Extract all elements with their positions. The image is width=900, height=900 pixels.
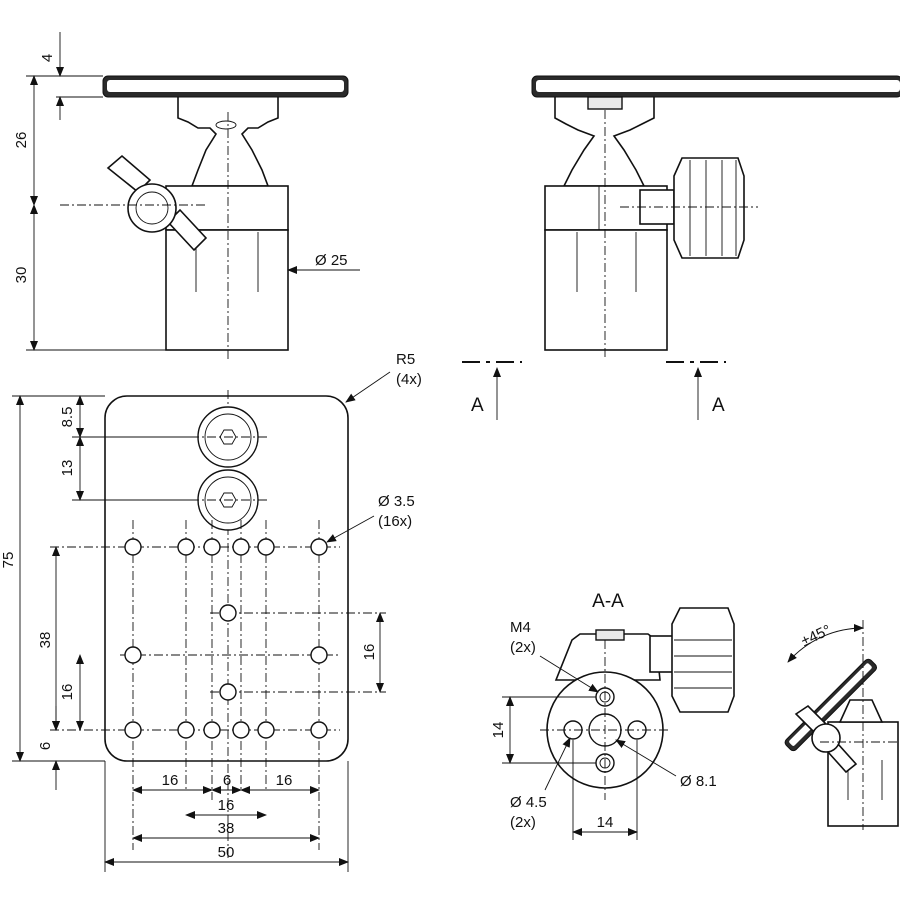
dim-center-spacing: 13: [59, 460, 76, 477]
svg-text:A: A: [471, 395, 484, 416]
section-marker-right: A: [666, 361, 726, 420]
dim-bottom-6: 6: [223, 772, 231, 789]
hole-count-label: (16x): [378, 513, 412, 530]
section-marker-left: A: [462, 361, 522, 420]
front-neck: [554, 97, 655, 187]
plate-view: R5 (4x) 8.5 13 75 38 16 6 16 Ø 3.5 (16x)…: [0, 351, 422, 872]
dim-6-bottom: 6: [37, 742, 54, 750]
hole-diameter-label: Ø 3.5: [378, 493, 415, 510]
side-view: 4 26 30 Ø 25: [13, 32, 360, 360]
angle-label: ±45°: [798, 622, 833, 650]
section-dim-width: 14: [597, 814, 614, 831]
dim-top-label: 4: [39, 54, 56, 62]
tilt-view: ±45°: [784, 620, 900, 830]
dim-38-vertical: 38: [37, 632, 54, 649]
thread-count: (2x): [510, 639, 536, 656]
dim-bottom-16-right: 16: [276, 772, 293, 789]
side-body: [165, 229, 289, 351]
corner-radius-label: R5: [396, 351, 415, 368]
front-view: A A: [462, 75, 900, 420]
section-title: A-A: [592, 591, 624, 612]
mounting-holes: [124, 538, 328, 739]
dim-16-right: 16: [361, 644, 378, 661]
dim-middle-label: 26: [13, 132, 30, 149]
section-view: A-A M4 (2x) 14: [490, 591, 735, 840]
dim-height: 75: [0, 552, 17, 569]
front-screw-head: [587, 96, 623, 110]
diameter-label: Ø 25: [315, 252, 348, 269]
section-dim-height: 14: [490, 722, 507, 739]
dim-bottom-16-left: 16: [162, 772, 179, 789]
hole-label: Ø 4.5: [510, 794, 547, 811]
thread-label: M4: [510, 619, 531, 636]
dim-bottom-38: 38: [218, 820, 235, 837]
dim-16-left: 16: [59, 684, 76, 701]
hole-count: (2x): [510, 814, 536, 831]
svg-text:A: A: [712, 395, 725, 416]
dim-bottom-16-mid: 16: [218, 797, 235, 814]
dim-bottom-label: 30: [13, 267, 30, 284]
plate-outline: [104, 395, 349, 762]
dim-top-offset: 8.5: [59, 407, 76, 428]
front-body: [544, 229, 668, 351]
bore-label: Ø 8.1: [680, 773, 717, 790]
section-knob: [649, 607, 735, 713]
side-wing-screw: [106, 154, 208, 252]
side-screw-head: [215, 120, 237, 130]
dim-bottom-50: 50: [218, 844, 235, 861]
corner-radius-count: (4x): [396, 371, 422, 388]
